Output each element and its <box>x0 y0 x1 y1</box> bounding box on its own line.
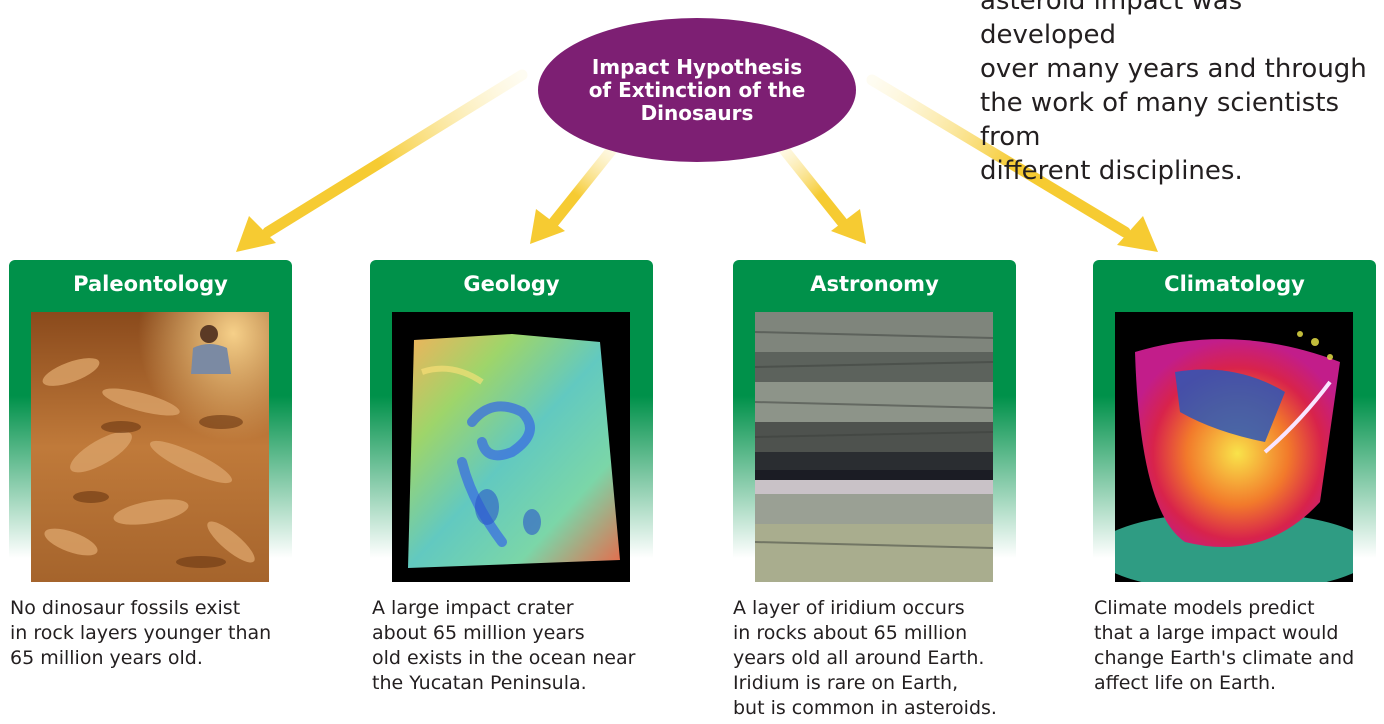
discipline-card-astronomy: Astronomy <box>733 260 1016 584</box>
central-concept-title: Impact Hypothesis of Extinction of the D… <box>582 56 812 125</box>
caption-geology: A large impact crater about 65 million y… <box>372 596 672 696</box>
card-title: Climatology <box>1093 260 1376 308</box>
discipline-card-climatology: Climatology <box>1093 260 1376 584</box>
discipline-card-paleontology: Paleontology <box>9 260 292 584</box>
arrow-to-geology <box>530 142 618 244</box>
caption-paleontology: No dinosaur fossils exist in rock layers… <box>10 596 310 671</box>
card-title: Geology <box>370 260 653 308</box>
arrow-to-paleontology <box>236 75 522 252</box>
card-title: Astronomy <box>733 260 1016 308</box>
discipline-card-geology: Geology <box>370 260 653 584</box>
intro-text: asteroid impact was developed over many … <box>980 0 1380 188</box>
climate-simulation-photo <box>1115 312 1353 582</box>
caption-climatology: Climate models predict that a large impa… <box>1094 596 1384 696</box>
arrow-to-astronomy <box>778 142 866 244</box>
caption-astronomy: A layer of iridium occurs in rocks about… <box>733 596 1033 721</box>
central-concept-oval: Impact Hypothesis of Extinction of the D… <box>538 18 856 162</box>
fossil-dig-photo <box>31 312 269 582</box>
iridium-layer-photo <box>755 312 993 582</box>
card-title: Paleontology <box>9 260 292 308</box>
crater-map-photo <box>392 312 630 582</box>
